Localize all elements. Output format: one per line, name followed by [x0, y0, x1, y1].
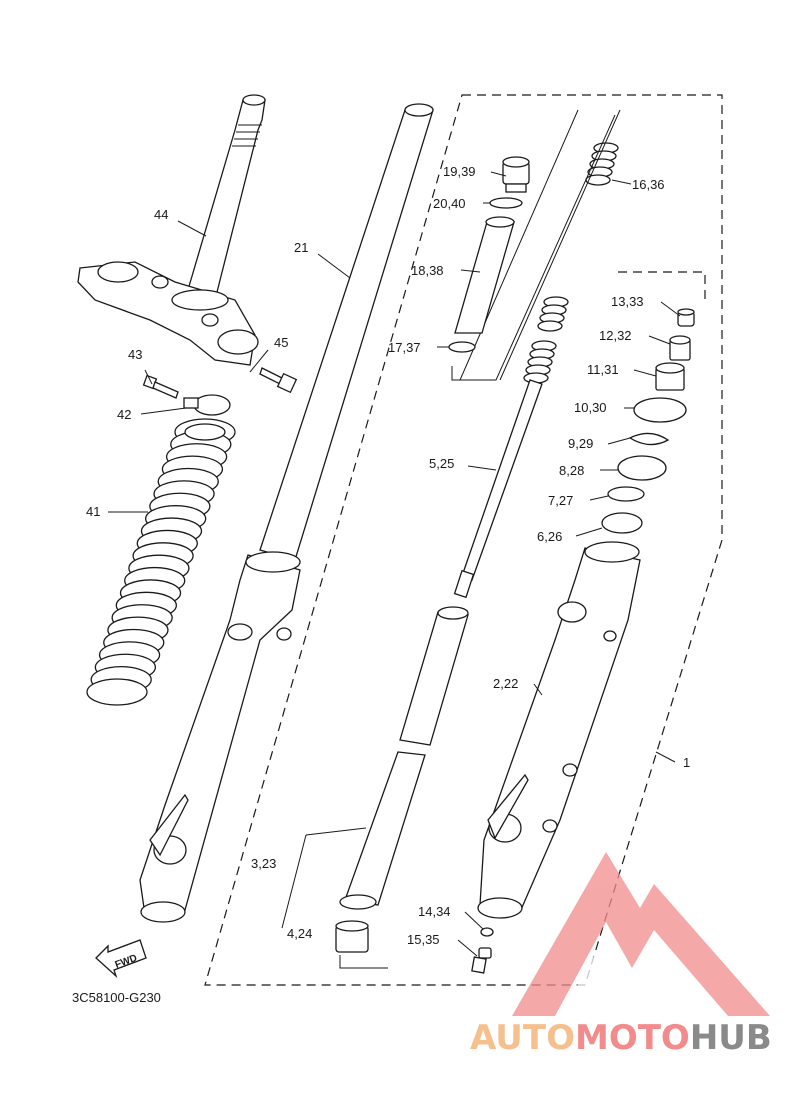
bolt-45 — [259, 367, 298, 394]
left-outer-tube — [139, 551, 301, 923]
tube-3-bracket — [281, 827, 367, 929]
watermark-auto: AUTO — [470, 1018, 575, 1058]
washer-7 — [607, 486, 645, 502]
callout-43: 43 — [128, 347, 142, 362]
watermark-brand-text: AUTOMOTOHUB — [470, 1018, 772, 1058]
callout-7-27: 7,27 — [548, 493, 573, 508]
callout-20-40: 20,40 — [433, 196, 466, 211]
metal-6 — [601, 512, 643, 534]
spacer-18 — [454, 216, 515, 334]
spacer-bracket — [451, 114, 616, 381]
oil-seal-8 — [617, 455, 667, 481]
callout-15-35: 15,35 — [407, 932, 440, 947]
assembly-boundary-inner — [618, 271, 706, 300]
cap-13 — [677, 308, 695, 327]
callout-5-25: 5,25 — [429, 456, 454, 471]
clamp-42 — [183, 394, 231, 416]
callout-16-36: 16,36 — [632, 177, 665, 192]
callout-6-26: 6,26 — [537, 529, 562, 544]
callout-41: 41 — [86, 504, 100, 519]
spring-lower — [523, 296, 569, 384]
fork-boot — [86, 418, 236, 706]
watermark-logo-icon — [512, 852, 770, 1016]
leader-lines — [108, 171, 681, 957]
clip-9 — [628, 432, 670, 446]
callout-17-37: 17,37 — [388, 340, 421, 355]
callout-11-31: 11,31 — [587, 362, 619, 377]
callout-45: 45 — [274, 335, 288, 350]
steering-stem — [184, 94, 266, 301]
callout-21: 21 — [294, 240, 308, 255]
fwd-arrow-icon: FWD — [95, 939, 147, 979]
washer-17 — [448, 341, 476, 353]
callout-14-34: 14,34 — [418, 904, 451, 919]
dust-seal-10 — [633, 397, 687, 423]
callout-18-38: 18,38 — [411, 263, 444, 278]
bushing-12 — [669, 335, 691, 361]
watermark-hub: HUB — [689, 1018, 772, 1058]
cap-bolt-19 — [502, 156, 530, 193]
under-bracket — [77, 261, 259, 366]
oil-lock-4 — [335, 920, 369, 953]
bushing-11 — [655, 362, 685, 391]
outer-tube-2 — [477, 541, 641, 919]
callout-13-33: 13,33 — [611, 294, 644, 309]
callout-4-24: 4,24 — [287, 926, 312, 941]
assembly-boundary-outer — [204, 94, 723, 986]
callout-12-32: 12,32 — [599, 328, 632, 343]
callout-42: 42 — [117, 407, 131, 422]
bolt-15 — [471, 947, 492, 974]
callout-44: 44 — [154, 207, 168, 222]
callout-2-22: 2,22 — [493, 676, 518, 691]
bolt-43 — [142, 374, 179, 399]
rod-guide-line-2 — [499, 109, 621, 381]
callouts: 44 21 45 43 42 41 19,39 20,40 18,38 17,3… — [72, 164, 690, 1005]
callout-19-39: 19,39 — [443, 164, 476, 179]
callout-3-23: 3,23 — [251, 856, 276, 871]
callout-9-29: 9,29 — [568, 436, 593, 451]
inner-tube-21 — [259, 103, 434, 561]
o-ring-20 — [489, 197, 523, 209]
inner-tube-3 — [339, 606, 469, 910]
damper-rod-5 — [453, 379, 543, 599]
oil-lock-bracket — [339, 955, 388, 969]
callout-1: 1 — [683, 755, 690, 770]
rod-guide-line-1 — [459, 109, 579, 381]
gasket-14 — [480, 927, 494, 937]
diagram-code: 3C58100-G230 — [72, 990, 161, 1005]
watermark-moto: MOTO — [574, 1018, 690, 1058]
callout-8-28: 8,28 — [559, 463, 584, 478]
callout-10-30: 10,30 — [574, 400, 607, 415]
